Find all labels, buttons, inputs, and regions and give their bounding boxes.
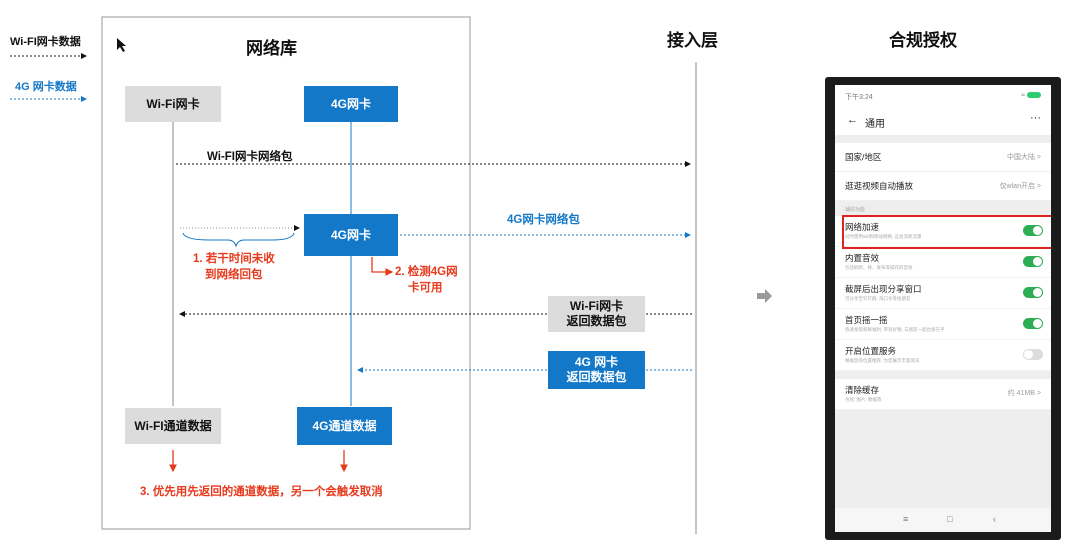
row-sound-effects: 内置音效 包括刷新、摔、发布等操作的音效 [835,247,1051,278]
row-shake-label: 首页摇一摇 [845,315,888,325]
network-accel-highlight [842,215,1051,249]
wifi-card-box: Wi-Fi网卡 [125,86,221,122]
back-arrow-icon[interactable]: ← [847,114,858,126]
row-region[interactable]: 国家/地区 中国大陆 > [835,143,1051,172]
row-screenshot-share: 截屏后出现分享窗口 可分享至钉钉群, 淘口令等给朋友 [835,278,1051,309]
network-lib-frame [101,16,471,530]
legend-4g-label: 4G 网卡数据 [15,81,77,93]
wifi-return-line2: 返回数据包 [566,314,627,328]
note-timeout-line2: 到网络回包 [205,269,263,281]
row-region-label: 国家/地区 [845,152,882,162]
wait-brace [182,232,295,248]
settings-group-toggles: 网络加速 同时使用wifi和移动网络, 这会消耗流量 内置音效 包括刷新、摔、发… [835,216,1051,371]
g4-return-line2: 返回数据包 [566,370,627,384]
g4-card-box-top: 4G网卡 [304,86,398,122]
status-bar: 下午3:24 ≈ [835,85,1051,107]
row-network-accel-label: 网络加速 [845,222,880,232]
back-icon[interactable]: ‹ [993,514,996,524]
mouse-cursor-icon [117,38,126,52]
status-time: 下午3:24 [845,94,873,101]
more-icon[interactable]: ··· [1030,112,1041,124]
row-shake: 首页摇一摇 快速发现新鲜福利, 带有好物, 与朋友一起也很在乎 [835,309,1051,340]
note-timeout: 1. 若干时间未收 到网络回包 [193,251,275,283]
g4-card-box-mid: 4G网卡 [304,214,398,256]
network-lib-title: 网络库 [246,39,297,58]
row-clear-cache-value: 约 41MB > [1007,390,1041,397]
g4-return-line1: 4G 网卡 [574,355,619,369]
settings-group-cache: 清除缓存 包括: 图片, 数据等 约 41MB > [835,379,1051,410]
row-autoplay-label: 逛逛视频自动播放 [845,181,914,191]
status-icons: ≈ [1021,92,1041,99]
g4-return-box: 4G 网卡 返回数据包 [548,351,645,389]
screenshot-share-toggle[interactable] [1023,287,1043,298]
row-autoplay-value: 仅wlan开启 > [999,183,1041,190]
bottom-nav-bar: ≡ □ ‹ [835,508,1051,532]
menu-icon[interactable]: ≡ [903,514,909,524]
wifi-return-box: Wi-Fi网卡 返回数据包 [548,296,645,332]
wifi-channel-box: Wi-FI通道数据 [125,408,221,444]
row-network-accel-sub: 同时使用wifi和移动网络, 这会消耗流量 [845,234,922,239]
location-toggle[interactable] [1023,349,1043,360]
row-screenshot-share-sub: 可分享至钉钉群, 淘口令等给朋友 [845,296,911,301]
note-detect-line2: 卡可用 [408,282,443,294]
network-accel-toggle[interactable] [1023,225,1043,236]
row-location-sub: 根据您的位置推荐, 为您展示丰富资讯 [845,358,920,363]
note-detect-4g: 2. 检测4G网 卡可用 [395,264,458,296]
home-icon[interactable]: □ [947,514,953,524]
row-region-value: 中国大陆 > [1006,154,1041,161]
row-shake-sub: 快速发现新鲜福利, 带有好物, 与朋友一起也很在乎 [845,327,945,332]
note-detect-line1: 2. 检测4G网 [395,266,458,278]
settings-navbar: ← 通用 ··· [835,107,1051,135]
sound-effects-toggle[interactable] [1023,256,1043,267]
section-caption: 辅助功能 [845,207,866,213]
wifi-icon: ≈ [1021,92,1026,99]
g4-packet-label: 4G网卡网络包 [507,214,580,226]
row-screenshot-share-label: 截屏后出现分享窗口 [845,284,922,294]
compliance-title: 合规授权 [889,31,957,50]
g4-channel-box: 4G通道数据 [297,407,392,445]
row-location: 开启位置服务 根据您的位置推荐, 为您展示丰富资讯 [835,340,1051,371]
row-sound-effects-label: 内置音效 [845,253,880,263]
row-clear-cache-sub: 包括: 图片, 数据等 [845,397,882,402]
row-network-accel: 网络加速 同时使用wifi和移动网络, 这会消耗流量 [835,216,1051,247]
phone-mockup: 下午3:24 ≈ ← 通用 ··· 国家/地区 中国大陆 > 逛逛视频自动播放 … [825,77,1061,540]
phone-screen: 下午3:24 ≈ ← 通用 ··· 国家/地区 中国大陆 > 逛逛视频自动播放 … [835,85,1051,532]
transition-arrow-icon [757,289,772,303]
access-layer-title: 接入层 [667,31,718,50]
settings-title: 通用 [865,119,885,130]
wifi-packet-label: Wi-FI网卡网络包 [207,151,293,163]
row-sound-effects-sub: 包括刷新、摔、发布等操作的音效 [845,265,913,270]
row-location-label: 开启位置服务 [845,346,897,356]
detect-4g-arrow [371,257,394,276]
note-priority: 3. 优先用先返回的通道数据，另一个会触发取消 [140,486,383,498]
wifi-return-line1: Wi-Fi网卡 [569,299,624,313]
note-timeout-line1: 1. 若干时间未收 [193,253,275,265]
settings-group-general: 国家/地区 中国大陆 > 逛逛视频自动播放 仅wlan开启 > [835,143,1051,201]
battery-icon [1027,92,1041,99]
legend-wifi-label: Wi-FI网卡数据 [10,36,81,48]
shake-toggle[interactable] [1023,318,1043,329]
row-autoplay[interactable]: 逛逛视频自动播放 仅wlan开启 > [835,172,1051,201]
row-clear-cache[interactable]: 清除缓存 包括: 图片, 数据等 约 41MB > [835,379,1051,410]
row-clear-cache-label: 清除缓存 [845,385,880,395]
